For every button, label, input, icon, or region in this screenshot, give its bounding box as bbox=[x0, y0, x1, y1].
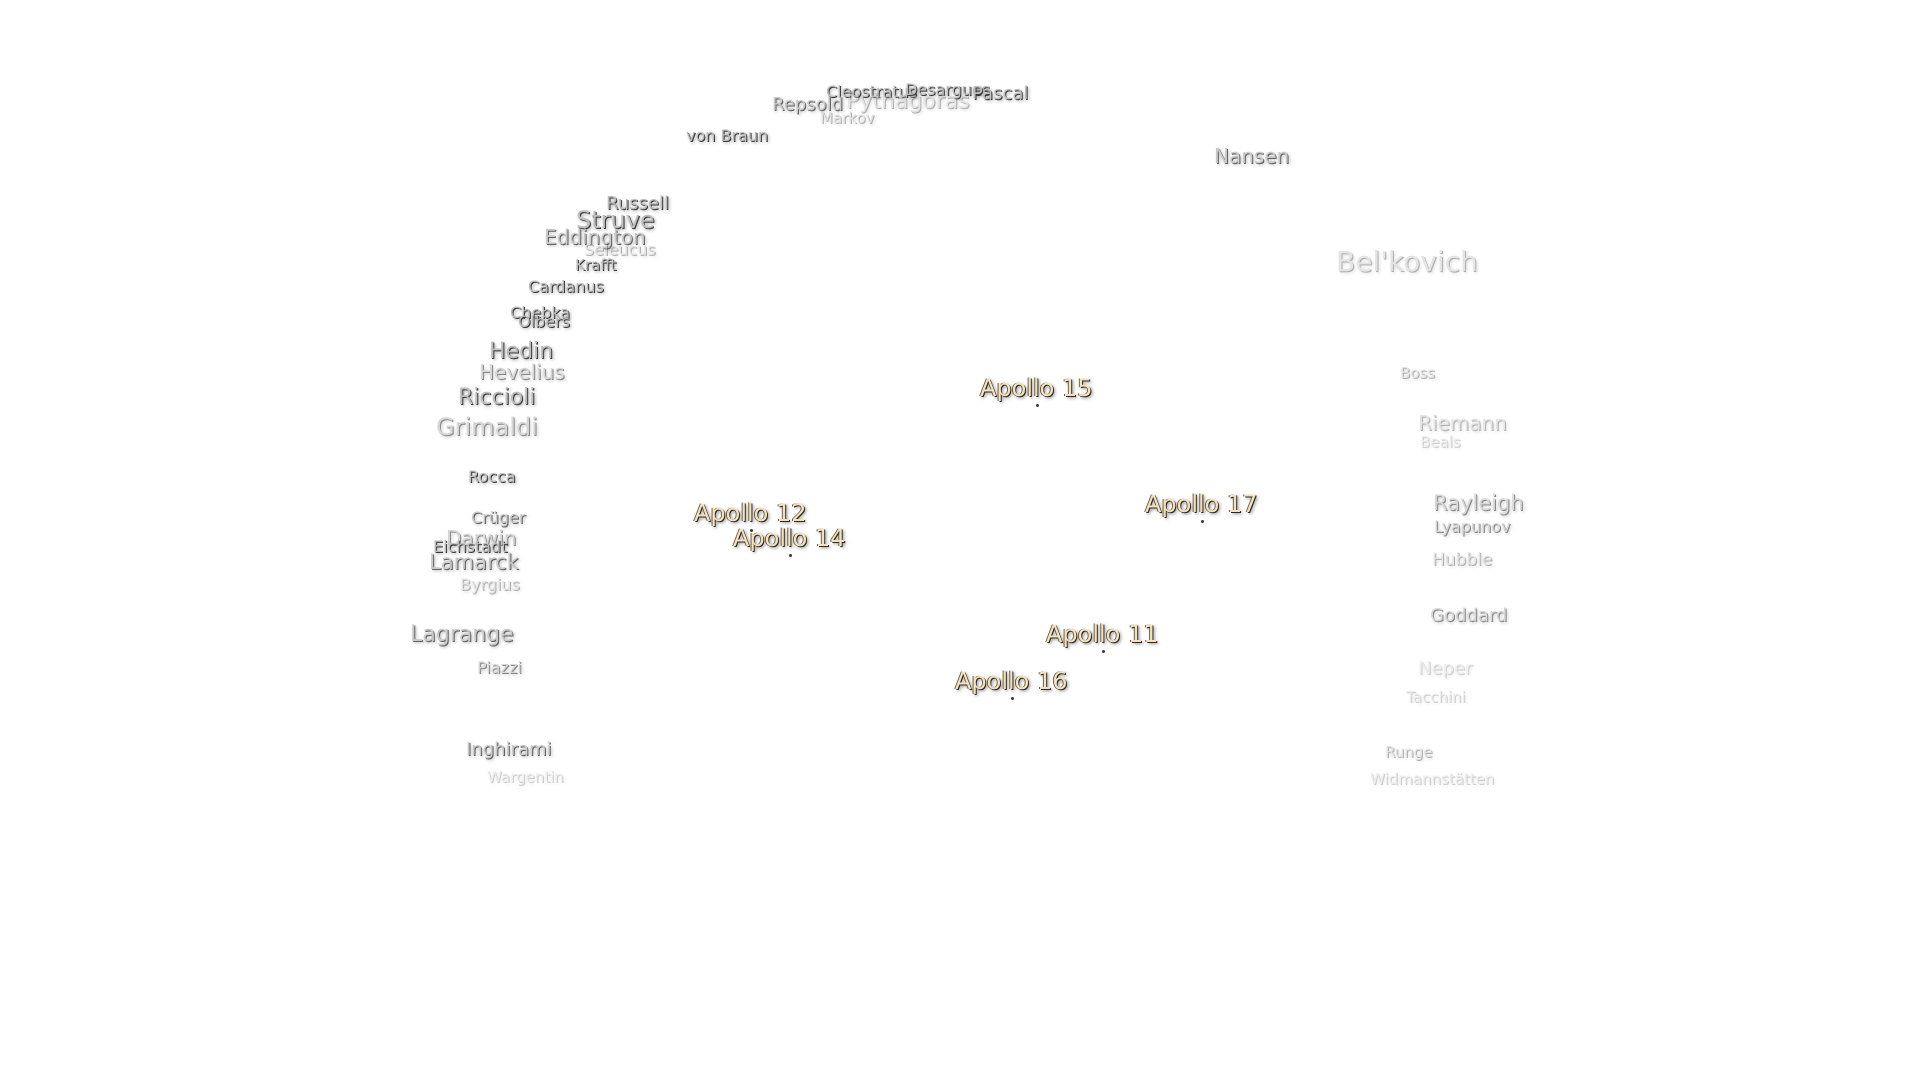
landing-site-marker-apollo-17 bbox=[1201, 520, 1204, 523]
landing-site-marker-apollo-14 bbox=[789, 554, 792, 557]
crater-label-beals: Beals bbox=[1420, 433, 1461, 451]
landing-site-marker-apollo-12 bbox=[750, 529, 753, 532]
crater-label-desargues: Desargues bbox=[905, 80, 991, 99]
crater-label-struve: Struve bbox=[576, 206, 655, 234]
crater-label-pascal: Pascal bbox=[972, 83, 1029, 104]
crater-label-hevelius: Hevelius bbox=[479, 360, 565, 384]
crater-label-nansen: Nansen bbox=[1214, 144, 1290, 168]
crater-label-darwin: Darwin bbox=[446, 526, 517, 550]
crater-label-markov: Markov bbox=[820, 109, 875, 127]
crater-label-boss: Boss bbox=[1400, 364, 1436, 382]
crater-label-byrgius: Byrgius bbox=[460, 575, 520, 594]
crater-label-krafft: Krafft bbox=[575, 256, 617, 274]
crater-label-belkovich: Bel'kovich bbox=[1336, 245, 1478, 278]
crater-label-pythagoras: Pythagoras bbox=[846, 89, 970, 114]
landing-site-apollo-17[interactable]: Apollo 17 bbox=[1145, 490, 1258, 518]
crater-label-olbers: Olbers bbox=[518, 312, 570, 331]
crater-label-lamarck: Lamarck bbox=[429, 550, 519, 574]
crater-label-piazzi: Piazzi bbox=[477, 658, 522, 677]
landing-site-apollo-12[interactable]: Apollo 12 bbox=[694, 499, 807, 527]
crater-label-chebka: Chebka bbox=[510, 303, 571, 322]
crater-label-neper: Neper bbox=[1418, 658, 1473, 679]
landing-site-apollo-15[interactable]: Apollo 15 bbox=[980, 374, 1093, 402]
crater-label-widmanstatten: Widmannstätten bbox=[1370, 770, 1495, 788]
crater-label-rocca: Rocca bbox=[468, 467, 516, 486]
crater-label-lagrange: Lagrange bbox=[410, 622, 514, 647]
crater-label-rayleigh: Rayleigh bbox=[1433, 491, 1524, 515]
landing-site-marker-apollo-16 bbox=[1011, 697, 1014, 700]
crater-label-cruger: Crüger bbox=[471, 508, 526, 527]
crater-label-inghirami: Inghirami bbox=[466, 739, 552, 760]
crater-label-repsold: Repsold bbox=[772, 94, 844, 115]
crater-label-eddington: Eddington bbox=[544, 225, 646, 249]
crater-label-wargentin: Wargentin bbox=[487, 768, 564, 786]
crater-label-riemann: Riemann bbox=[1418, 411, 1507, 435]
landing-site-marker-apollo-15 bbox=[1036, 404, 1039, 407]
landing-site-apollo-16[interactable]: Apollo 16 bbox=[955, 667, 1068, 695]
crater-label-eichstadt: Eichstadt bbox=[433, 537, 508, 556]
crater-label-grimaldi: Grimaldi bbox=[436, 413, 538, 441]
crater-label-cleostratus: Cleostratus bbox=[826, 82, 917, 101]
landing-site-apollo-11[interactable]: Apollo 11 bbox=[1046, 620, 1159, 648]
crater-label-goddard: Goddard bbox=[1430, 605, 1508, 626]
crater-label-hedin: Hedin bbox=[489, 339, 554, 364]
landing-site-marker-apollo-11 bbox=[1102, 650, 1105, 653]
crater-label-tacchini: Tacchini bbox=[1406, 688, 1466, 706]
crater-label-cardanus: Cardanus bbox=[528, 277, 604, 296]
crater-label-seleucus: Seleucus bbox=[584, 240, 656, 259]
crater-label-runge: Runge bbox=[1385, 743, 1433, 761]
crater-label-riccioli: Riccioli bbox=[458, 385, 536, 410]
crater-label-hubble: Hubble bbox=[1432, 550, 1493, 570]
crater-label-russell: Russell bbox=[606, 193, 669, 214]
crater-label-lyapunov: Lyapunov bbox=[1434, 517, 1511, 536]
crater-label-von-braun: von Braun bbox=[686, 126, 769, 145]
landing-site-apollo-14[interactable]: Apollo 14 bbox=[733, 524, 846, 552]
